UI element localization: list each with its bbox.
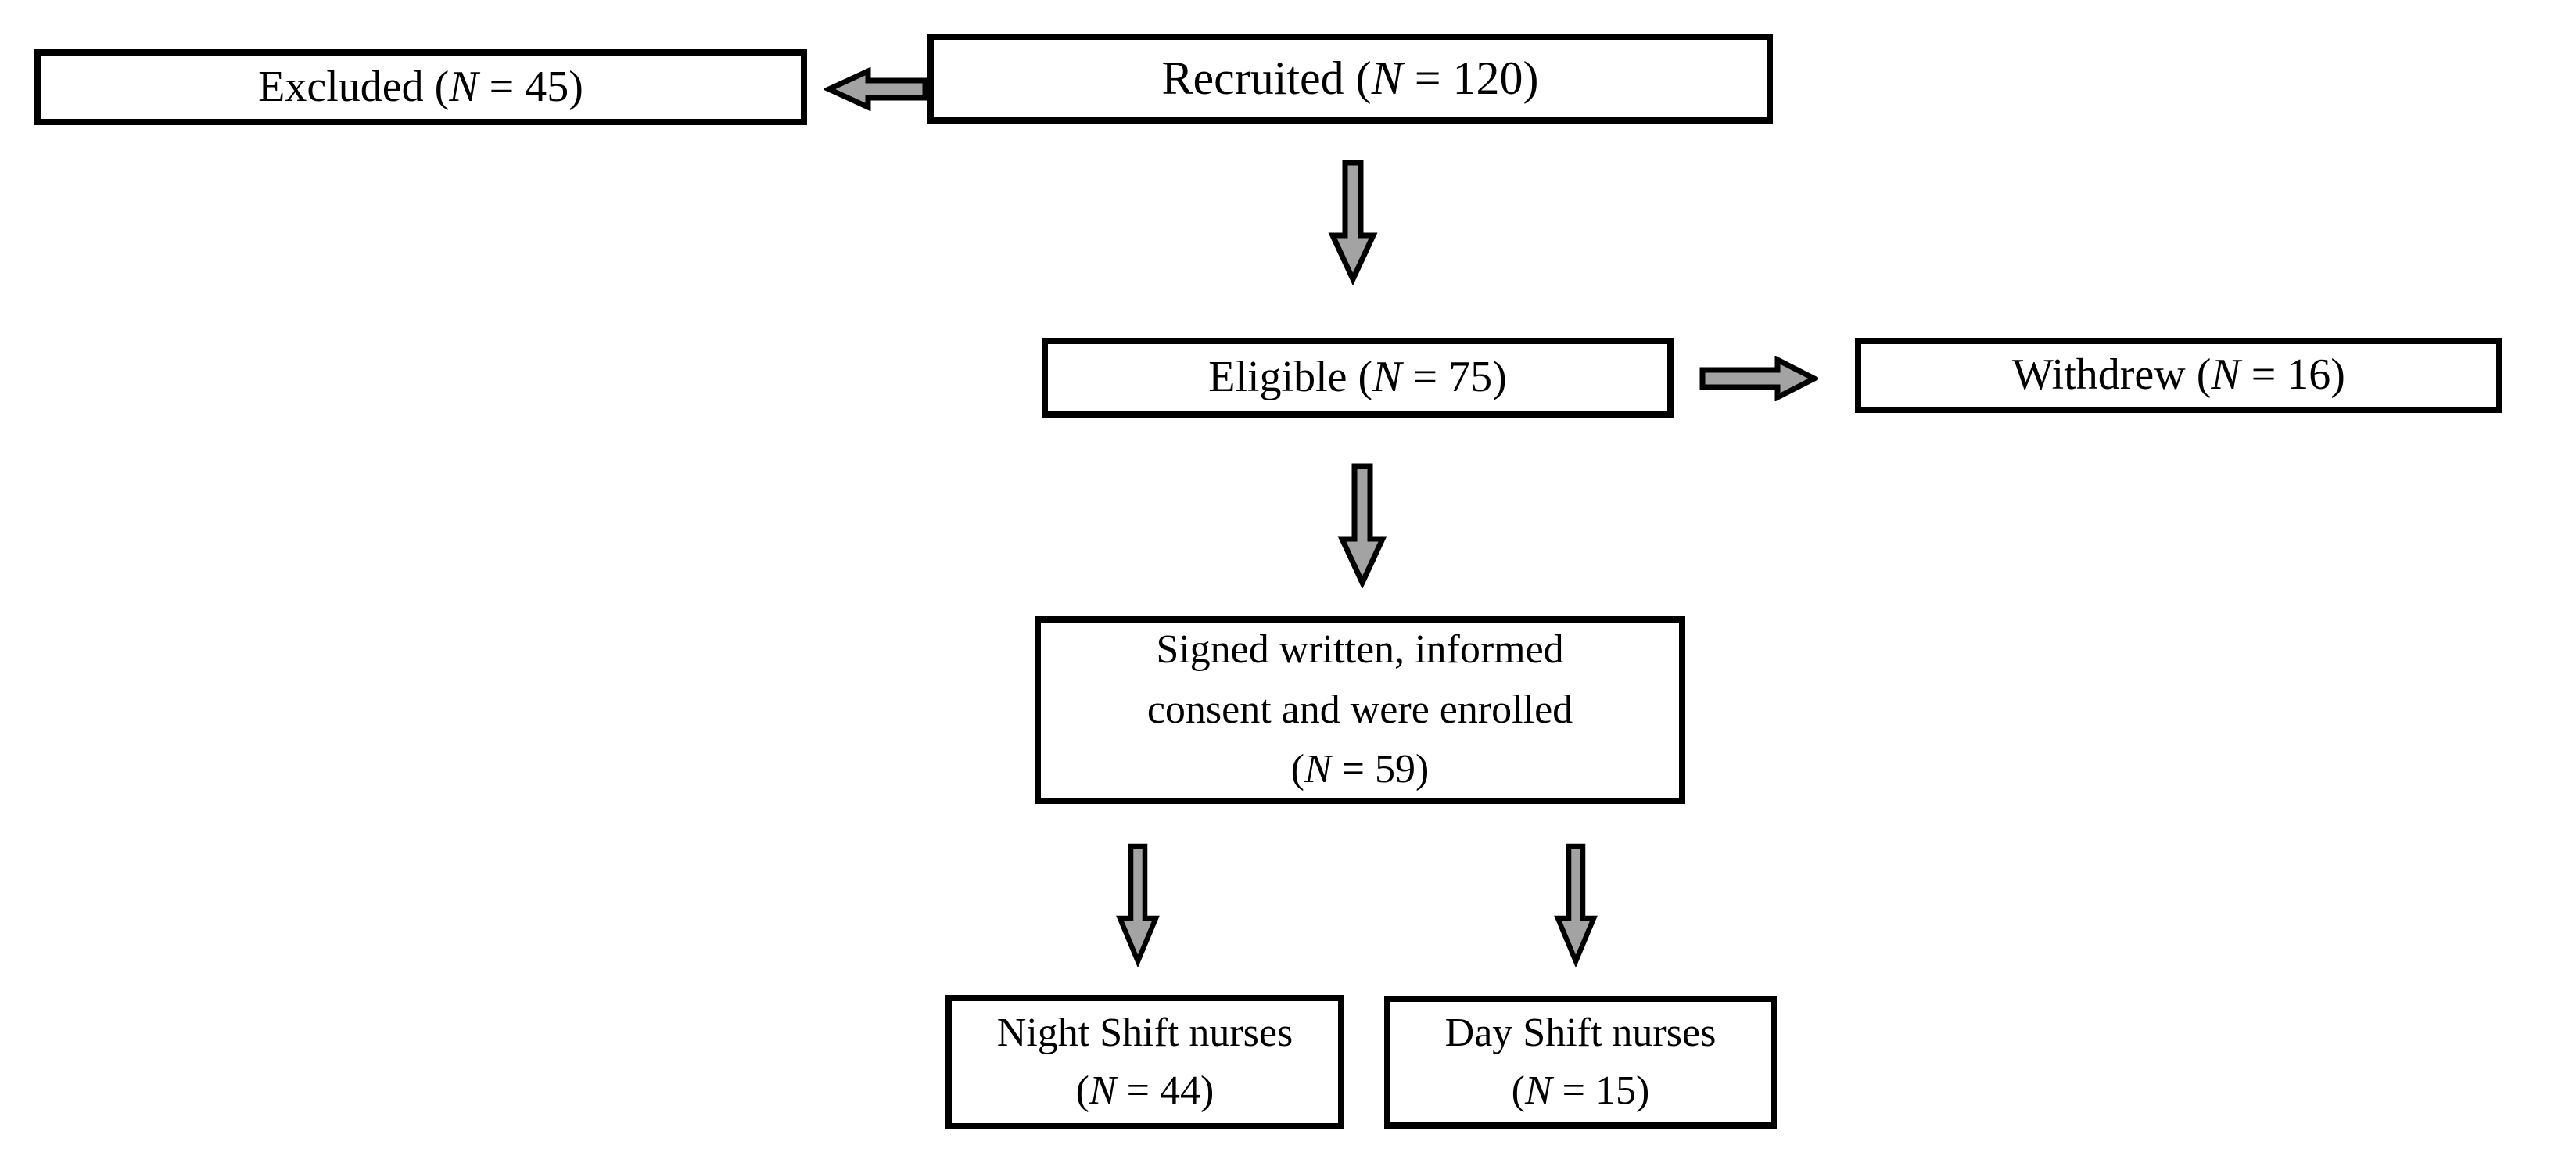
- recruited-label-pre: Recruited (: [1161, 52, 1372, 104]
- consent-label-pre: (: [1290, 747, 1304, 792]
- consent-label-line1: Signed written, informed: [1156, 627, 1564, 673]
- withdrew-label-pre: Withdrew (: [2012, 350, 2212, 400]
- node-consent: Signed written, informed consent and wer…: [1035, 616, 1685, 804]
- excluded-label-post: = 45): [478, 62, 583, 111]
- withdrew-n-symbol: N: [2211, 350, 2241, 400]
- day-label-line1: Day Shift nurses: [1444, 1011, 1717, 1056]
- node-day-shift: Day Shift nurses (N = 15): [1384, 996, 1777, 1129]
- night-n-symbol: N: [1089, 1068, 1117, 1113]
- arrow-down-icon: [1554, 843, 1598, 967]
- node-eligible-label: Eligible (N = 75): [1208, 348, 1507, 407]
- night-label-line2: (N = 44): [1076, 1062, 1214, 1120]
- day-label-line2: (N = 15): [1512, 1062, 1650, 1120]
- arrow-down-icon: [1328, 160, 1378, 285]
- excluded-label-pre: Excluded (: [258, 62, 450, 111]
- day-label-post: = 15): [1552, 1068, 1650, 1113]
- arrow-down-icon: [1337, 463, 1387, 588]
- withdrew-label-post: = 16): [2240, 350, 2345, 400]
- node-excluded-label: Excluded (N = 45): [258, 58, 583, 117]
- eligible-n-symbol: N: [1372, 353, 1402, 402]
- excluded-n-symbol: N: [449, 62, 479, 111]
- node-recruited-label: Recruited (N = 120): [1161, 47, 1538, 110]
- consent-n-symbol: N: [1304, 747, 1332, 792]
- node-withdrew-label: Withdrew (N = 16): [2012, 346, 2345, 405]
- node-recruited: Recruited (N = 120): [927, 34, 1773, 124]
- night-label-line1: Night Shift nurses: [996, 1011, 1293, 1056]
- consent-label-line2: consent and were enrolled: [1146, 687, 1573, 732]
- consent-label-line3: (N = 59): [1291, 740, 1430, 799]
- consent-label-post: = 59): [1331, 747, 1430, 792]
- night-label-pre: (: [1075, 1068, 1089, 1113]
- node-excluded: Excluded (N = 45): [34, 49, 807, 125]
- recruited-n-symbol: N: [1371, 52, 1403, 104]
- node-withdrew: Withdrew (N = 16): [1855, 338, 2502, 413]
- day-n-symbol: N: [1524, 1068, 1552, 1113]
- night-label-post: = 44): [1116, 1068, 1214, 1113]
- day-label-pre: (: [1511, 1068, 1525, 1113]
- arrow-down-icon: [1116, 843, 1160, 967]
- eligible-label-pre: Eligible (: [1208, 353, 1373, 402]
- recruited-label-post: = 120): [1402, 52, 1539, 104]
- arrow-left-icon: [824, 67, 929, 111]
- eligible-label-post: = 75): [1401, 353, 1507, 402]
- arrow-right-icon: [1699, 356, 1818, 401]
- node-eligible: Eligible (N = 75): [1042, 338, 1674, 418]
- node-night-shift: Night Shift nurses (N = 44): [945, 995, 1344, 1129]
